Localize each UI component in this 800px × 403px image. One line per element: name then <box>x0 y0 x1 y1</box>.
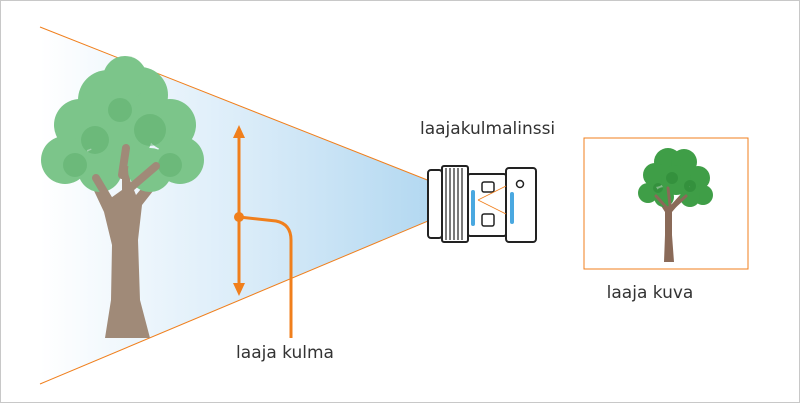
field-of-view-bottom-line <box>39 199 479 385</box>
camera-lens-icon <box>427 165 537 243</box>
field-of-view-top-line <box>39 26 479 201</box>
wide-image-label: laaja kuva <box>606 283 694 303</box>
small-tree-icon <box>638 148 713 262</box>
wide-angle-label: laaja kulma <box>236 343 334 363</box>
large-tree-icon <box>41 56 204 338</box>
wide-angle-indicator <box>233 125 293 338</box>
lens-label: laajakulmalinssi <box>420 119 556 139</box>
angle-callout-line <box>238 215 293 338</box>
